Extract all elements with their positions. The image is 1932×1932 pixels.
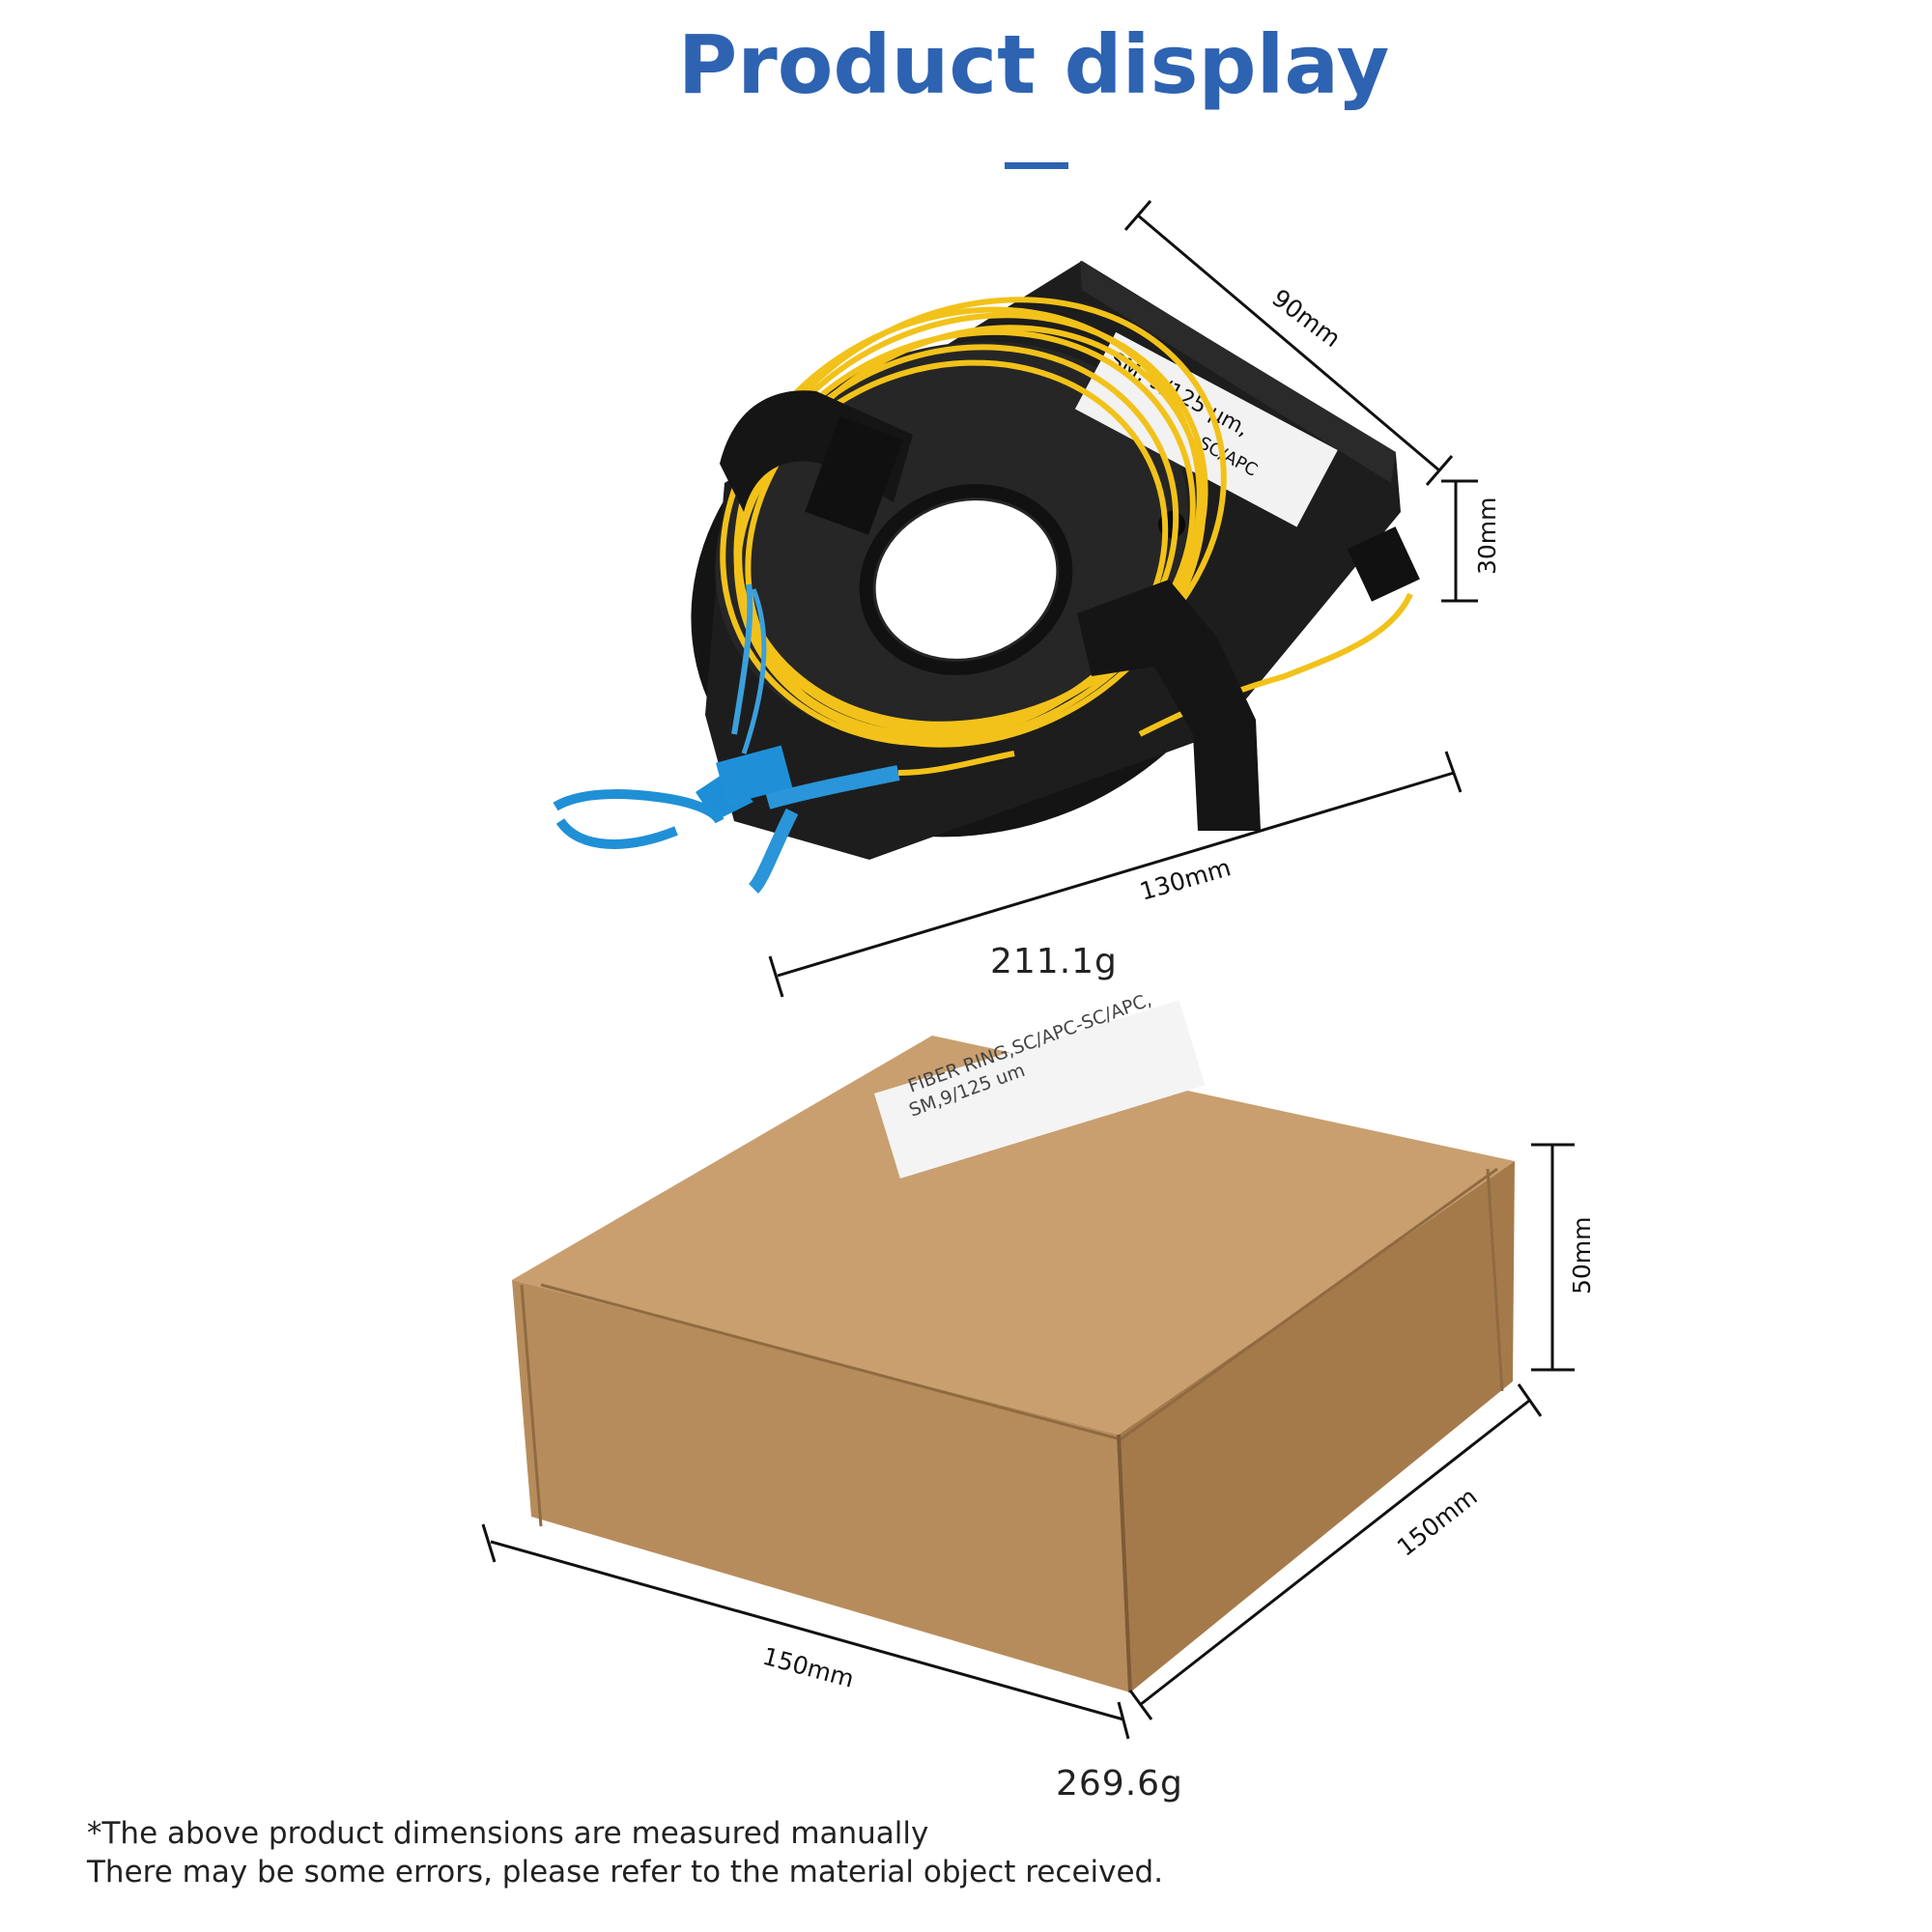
footnote-line-1: *The above product dimensions are measur… [87,1816,929,1851]
reel-dim-width-label: 130mm [1137,853,1235,905]
box-dim-depth-label: 150mm [1392,1483,1483,1562]
box-dim-width-line [481,1523,1130,1740]
reel-dim-depth-line [1123,200,1454,486]
fiber-coil [720,297,1413,748]
page-title: Product display [677,17,1390,112]
reel-dim-width-line [768,751,1463,998]
velcro-strap-left [720,390,913,535]
reel-weight: 211.1g [990,942,1118,981]
reel-dim-depth-label: 90mm [1266,284,1346,354]
reel-dim-height-label: 30mm [1473,497,1501,575]
footnote-line-2: There may be some errors, please refer t… [87,1855,1164,1889]
reel-dim-height-line [1441,479,1478,603]
disclaimer-footnote: *The above product dimensions are measur… [87,1814,1163,1891]
cardboard-box [512,1000,1515,1693]
velcro-strap-right [1077,580,1261,831]
sc-apc-connectors [553,583,1015,894]
title-underline [1005,162,1068,169]
box-dim-width-label: 150mm [759,1642,857,1693]
box-dim-height-line [1531,1143,1575,1372]
box-dim-height-label: 50mm [1568,1216,1596,1294]
box-dim-depth-line [1128,1383,1543,1720]
box-weight: 269.6g [1056,1764,1183,1804]
